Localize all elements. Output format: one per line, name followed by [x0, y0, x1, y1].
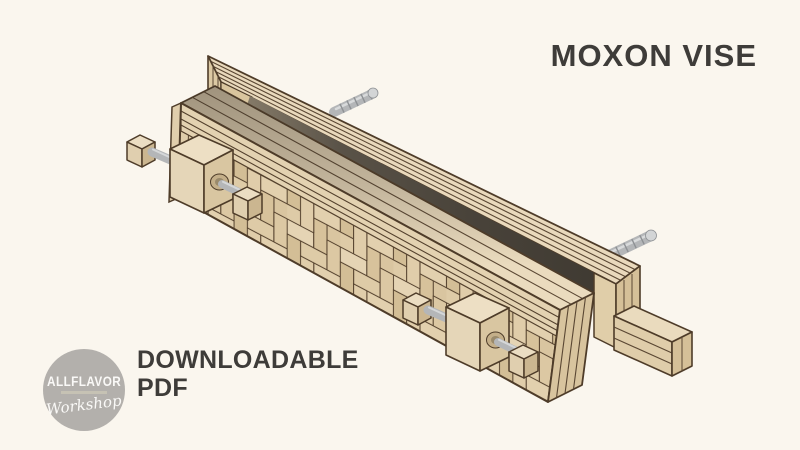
wood-nut-block	[169, 134, 234, 214]
caption-line-1: DOWNLOADABLE	[137, 346, 359, 374]
logo-workshop-text: Workshop	[45, 390, 123, 419]
caption-line-2: PDF	[137, 374, 188, 402]
brand-logo: ALLFLAVOR Workshop	[43, 349, 125, 431]
logo-brand-text: ALLFLAVOR	[46, 372, 122, 389]
garter-block	[508, 344, 539, 379]
logo-divider	[61, 390, 107, 394]
caption: DOWNLOADABLE PDF	[137, 346, 359, 402]
vise-screw-right	[402, 292, 539, 379]
rear-screw-rod-top	[329, 87, 379, 117]
garter-block	[232, 186, 263, 221]
vise-screw-left	[126, 134, 263, 221]
wood-nut-block	[445, 292, 510, 372]
rear-support-beam	[613, 305, 693, 377]
page-title: MOXON VISE	[550, 38, 757, 73]
front-jaw-right-end	[547, 292, 595, 403]
